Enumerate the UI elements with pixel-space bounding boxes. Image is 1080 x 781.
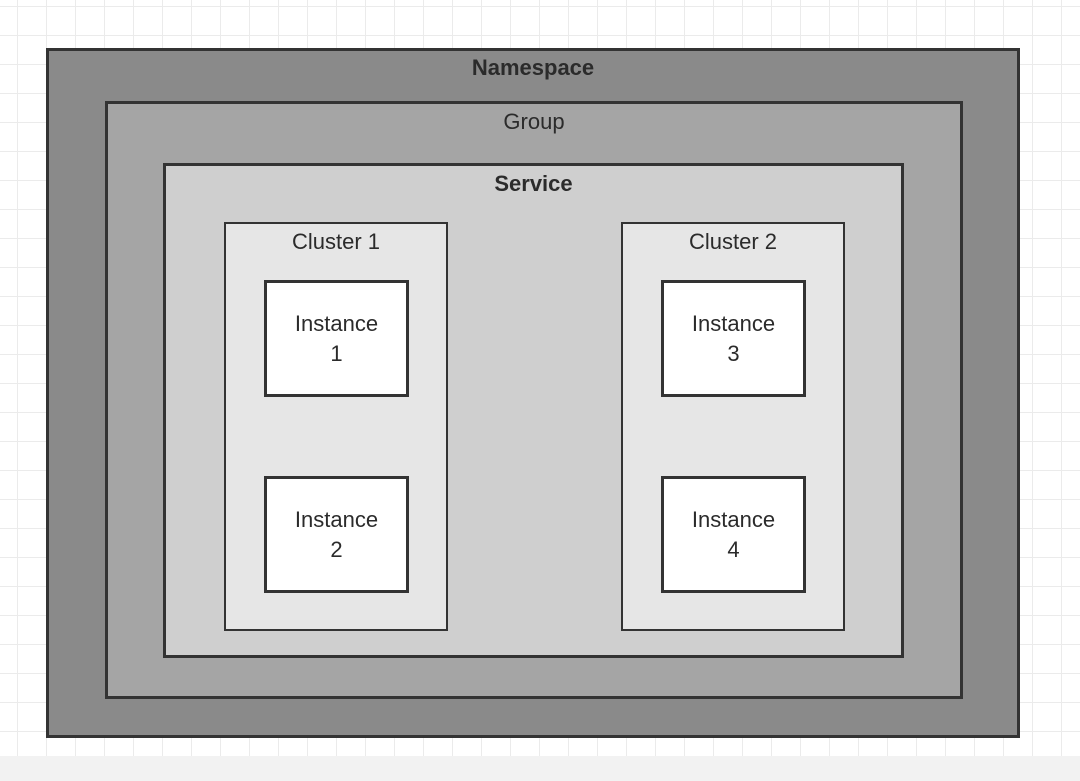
instance-1-label-line1: Instance xyxy=(294,310,379,336)
instance-3-label: Instance 3 xyxy=(692,309,775,369)
instance-3-box: Instance 3 xyxy=(661,280,806,397)
instance-1-box: Instance 1 xyxy=(264,280,409,397)
instance-4-label-line2: 4 xyxy=(727,536,740,562)
instance-3-label-line2: 3 xyxy=(727,340,740,366)
instance-3-label-line1: Instance xyxy=(691,310,776,336)
instance-1-label: Instance 1 xyxy=(295,309,378,369)
service-label: Service xyxy=(494,171,573,196)
cluster-2-label: Cluster 2 xyxy=(688,229,778,254)
cluster-2-box: Cluster 2 Instance 3 Instance 4 xyxy=(621,222,845,631)
instance-4-box: Instance 4 xyxy=(661,476,806,593)
instance-2-label-line1: Instance xyxy=(294,506,379,532)
cluster-1-label: Cluster 1 xyxy=(291,229,381,254)
namespace-label: Namespace xyxy=(471,55,595,80)
instance-2-label-line2: 2 xyxy=(330,536,343,562)
group-label: Group xyxy=(503,109,565,134)
instance-2-label: Instance 2 xyxy=(295,505,378,565)
instance-4-label-line1: Instance xyxy=(691,506,776,532)
cluster-1-box: Cluster 1 Instance 1 Instance 2 xyxy=(224,222,448,631)
instance-1-label-line2: 1 xyxy=(330,340,343,366)
instance-2-box: Instance 2 xyxy=(264,476,409,593)
instance-4-label: Instance 4 xyxy=(692,505,775,565)
bottom-strip xyxy=(0,756,1080,781)
